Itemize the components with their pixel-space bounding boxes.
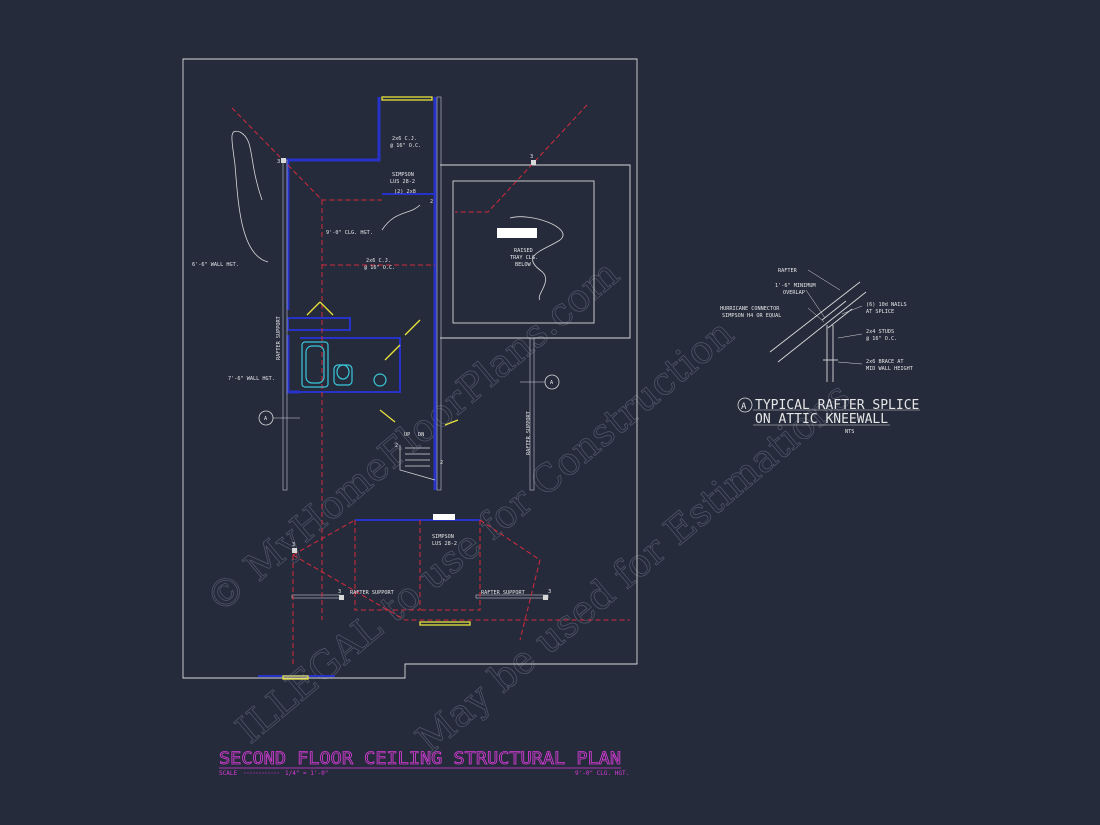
detail-title-2: ON ATTIC KNEEWALL <box>755 412 888 427</box>
note-cj-top-2: @ 16" O.C. <box>390 143 421 149</box>
watermark: © MyHomeFloorPlans.com ILLEGAL to use fo… <box>197 251 859 762</box>
detail-marker: A <box>741 402 747 412</box>
plan-scale-label: SCALE <box>219 770 237 777</box>
section-marker-left-label: A <box>264 416 268 422</box>
note-clg-hgt: 9'-0" CLG. HGT. <box>326 230 373 236</box>
note-cj-top-1: 2x6 C.J. <box>392 136 417 142</box>
tag-4: 2 <box>395 443 398 449</box>
tag-2: 3 <box>530 154 533 160</box>
note-rafter-support-v2: RAFTER SUPPORT <box>526 411 532 455</box>
detail-hurricane-2: SIMPSON H4 OR EQUAL <box>722 313 781 319</box>
tag-3: 2 <box>430 199 433 205</box>
walls <box>258 97 480 677</box>
detail-brace-1: 2x6 BRACE AT <box>866 359 903 365</box>
stair <box>399 445 436 481</box>
note-wall-hgt-bath: 7'-6" WALL HGT. <box>228 376 275 382</box>
note-two-2x8: (2) 2x8 <box>394 189 416 195</box>
note-cj-mid-1: 2x6 C.J. <box>366 258 391 264</box>
note-cj-mid-2: @ 16" O.C. <box>364 265 395 271</box>
tag-1: 3 <box>277 159 280 165</box>
rafter-lines <box>231 104 630 665</box>
note-stair-up: UP <box>404 432 410 438</box>
note-simpson-bot-1: SIMPSON <box>432 534 454 540</box>
note-raised-1: RAISED <box>514 248 533 254</box>
section-marker-left: A <box>258 410 300 426</box>
note-raised-3: BELOW <box>515 262 531 268</box>
detail-brace-2: MID WALL HEIGHT <box>866 366 913 372</box>
tag-7: 3 <box>338 589 341 595</box>
rafter-splice-detail: A TYPICAL RAFTER SPLICE ON ATTIC KNEEWAL… <box>720 268 920 435</box>
tag-6: 3 <box>292 542 295 548</box>
note-stair-dn: DN <box>418 432 424 438</box>
revision-curves <box>231 130 564 301</box>
section-marker-right: A <box>520 374 560 390</box>
tag-markers <box>281 158 548 600</box>
note-rafter-support-v1: RAFTER SUPPORT <box>276 316 282 360</box>
note-simpson-top-1: SIMPSON <box>392 172 414 178</box>
doors <box>282 96 471 680</box>
note-wall-hgt-left: 6'-6" WALL HGT. <box>192 262 239 268</box>
detail-overlap-2: OVERLAP <box>783 290 805 296</box>
section-marker-right-label: A <box>550 380 554 386</box>
detail-hurricane-1: HURRICANE CONNECTOR <box>720 306 780 312</box>
plan-scale-value: 1/4" = 1'-0" <box>285 770 328 777</box>
note-simpson-top-2: LUS 28-2 <box>390 179 415 185</box>
detail-overlap-1: 1'-6" MINIMUM <box>775 283 816 289</box>
note-rafter-support-h1: RAFTER SUPPORT <box>350 590 394 596</box>
detail-title-1: TYPICAL RAFTER SPLICE <box>755 398 919 413</box>
plan-ceiling-note: 9'-0" CLG. HGT. <box>575 770 629 777</box>
detail-rafter: RAFTER <box>778 268 798 274</box>
bath-fixtures <box>301 341 387 388</box>
note-simpson-bot-2: LUS 28-2 <box>432 541 457 547</box>
detail-nails-2: AT SPLICE <box>866 309 894 315</box>
detail-studs-1: 2x4 STUDS <box>866 329 894 335</box>
note-rafter-support-h2: RAFTER SUPPORT <box>481 590 525 596</box>
note-raised-2: TRAY CLG. <box>510 255 538 261</box>
plan-title: SECOND FLOOR CEILING STRUCTURAL PLAN <box>219 749 621 769</box>
detail-scale: NTS <box>845 429 854 435</box>
tag-5: 2 <box>440 460 443 466</box>
tag-8: 3 <box>548 589 551 595</box>
detail-nails-1: (6) 10d NAILS <box>866 302 907 308</box>
detail-studs-2: @ 16" O.C. <box>866 336 897 342</box>
